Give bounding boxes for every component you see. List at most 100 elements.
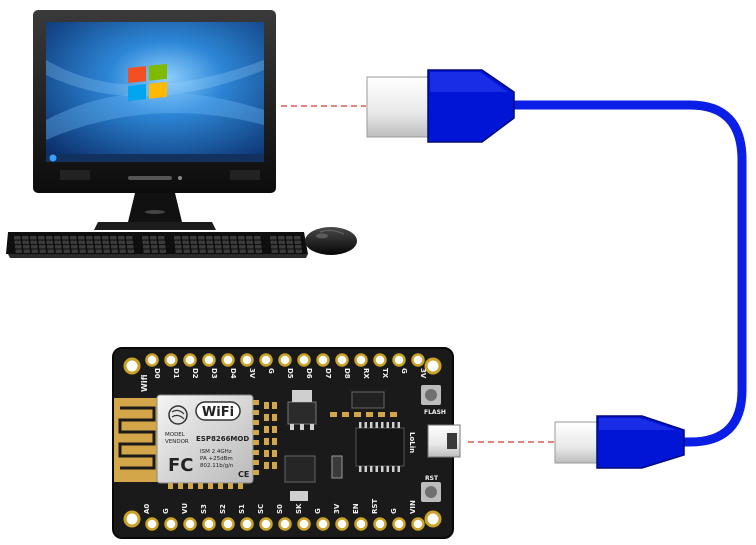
rst-button[interactable]	[421, 482, 441, 502]
module-pad	[253, 470, 259, 475]
header-pin	[318, 355, 329, 366]
pin-label: D2	[191, 368, 199, 379]
key	[96, 250, 103, 254]
header-pin	[147, 519, 158, 530]
key	[207, 241, 214, 245]
header-pin	[223, 519, 234, 530]
key	[200, 250, 207, 254]
key	[280, 250, 287, 254]
key	[32, 250, 39, 254]
module-pad	[253, 460, 259, 465]
module-pad	[208, 483, 213, 489]
key	[78, 236, 85, 240]
key	[144, 250, 151, 254]
pin-label: TX	[381, 368, 389, 379]
key	[246, 236, 253, 240]
key	[239, 245, 246, 249]
header-pin	[413, 355, 424, 366]
key	[71, 245, 78, 249]
key	[23, 241, 30, 245]
key	[40, 250, 47, 254]
module-pad	[168, 483, 173, 489]
key	[256, 250, 263, 254]
smd-pad	[272, 462, 277, 469]
pin-label: VU	[181, 503, 189, 514]
key	[159, 241, 166, 245]
header-pin	[242, 519, 253, 530]
key	[152, 250, 159, 254]
key	[247, 241, 254, 245]
header-pin	[166, 519, 177, 530]
key	[118, 236, 125, 240]
key	[223, 245, 230, 249]
flash-button[interactable]	[421, 385, 441, 405]
key	[295, 245, 302, 249]
module-pa-text: PA +25dBm	[200, 456, 233, 462]
module-pad	[253, 430, 259, 435]
key	[15, 245, 22, 249]
key	[190, 236, 197, 240]
key	[103, 245, 110, 249]
key	[270, 236, 277, 240]
chip-leg	[398, 422, 401, 428]
module-pad	[253, 400, 259, 405]
header-pin	[299, 355, 310, 366]
header-pin	[223, 355, 234, 366]
pin-label: G	[390, 508, 398, 514]
key	[14, 236, 21, 240]
smd-pad	[272, 402, 277, 409]
top-pin-header	[147, 355, 424, 366]
header-pin	[280, 355, 291, 366]
smd-pad	[264, 402, 269, 409]
key	[128, 250, 135, 254]
key	[199, 245, 206, 249]
ic-small	[285, 456, 315, 482]
smd-pad	[378, 412, 385, 417]
key	[198, 236, 205, 240]
key	[16, 250, 23, 254]
chip-leg	[365, 466, 368, 472]
key	[214, 236, 221, 240]
key	[224, 250, 231, 254]
chip-leg	[381, 466, 384, 472]
module-part-text: ESP8266MOD	[196, 435, 249, 443]
key	[183, 241, 190, 245]
chip-leg	[387, 466, 390, 472]
pin-label: EN	[352, 503, 360, 514]
micro-usb-port[interactable]	[428, 425, 460, 457]
header-pin	[356, 519, 367, 530]
key	[94, 236, 101, 240]
key	[62, 236, 69, 240]
header-pin	[337, 519, 348, 530]
pin-label: G	[267, 368, 275, 374]
monitor	[33, 10, 276, 230]
pin-label: D8	[343, 368, 351, 379]
key	[295, 241, 302, 245]
key	[119, 245, 126, 249]
header-pin	[166, 355, 177, 366]
pin-label: 3V	[248, 368, 256, 379]
corner-label: Wifi	[140, 374, 149, 392]
key	[296, 250, 303, 254]
key	[87, 241, 94, 245]
chip-leg	[398, 466, 401, 472]
pcb-antenna	[114, 398, 160, 482]
svg-text:WiFi: WiFi	[202, 405, 234, 420]
key	[279, 245, 286, 249]
pin-label: G	[162, 508, 170, 514]
pin-label: S2	[219, 504, 227, 514]
pin-label: D6	[305, 368, 313, 379]
key	[216, 250, 223, 254]
key	[110, 236, 117, 240]
key	[72, 250, 79, 254]
bottom-pin-header	[147, 519, 424, 530]
key	[63, 245, 70, 249]
smd-pad	[264, 438, 269, 445]
chip-leg	[392, 422, 395, 428]
chip-leg	[370, 422, 373, 428]
key	[286, 236, 293, 240]
key	[54, 236, 61, 240]
header-pin	[280, 519, 291, 530]
